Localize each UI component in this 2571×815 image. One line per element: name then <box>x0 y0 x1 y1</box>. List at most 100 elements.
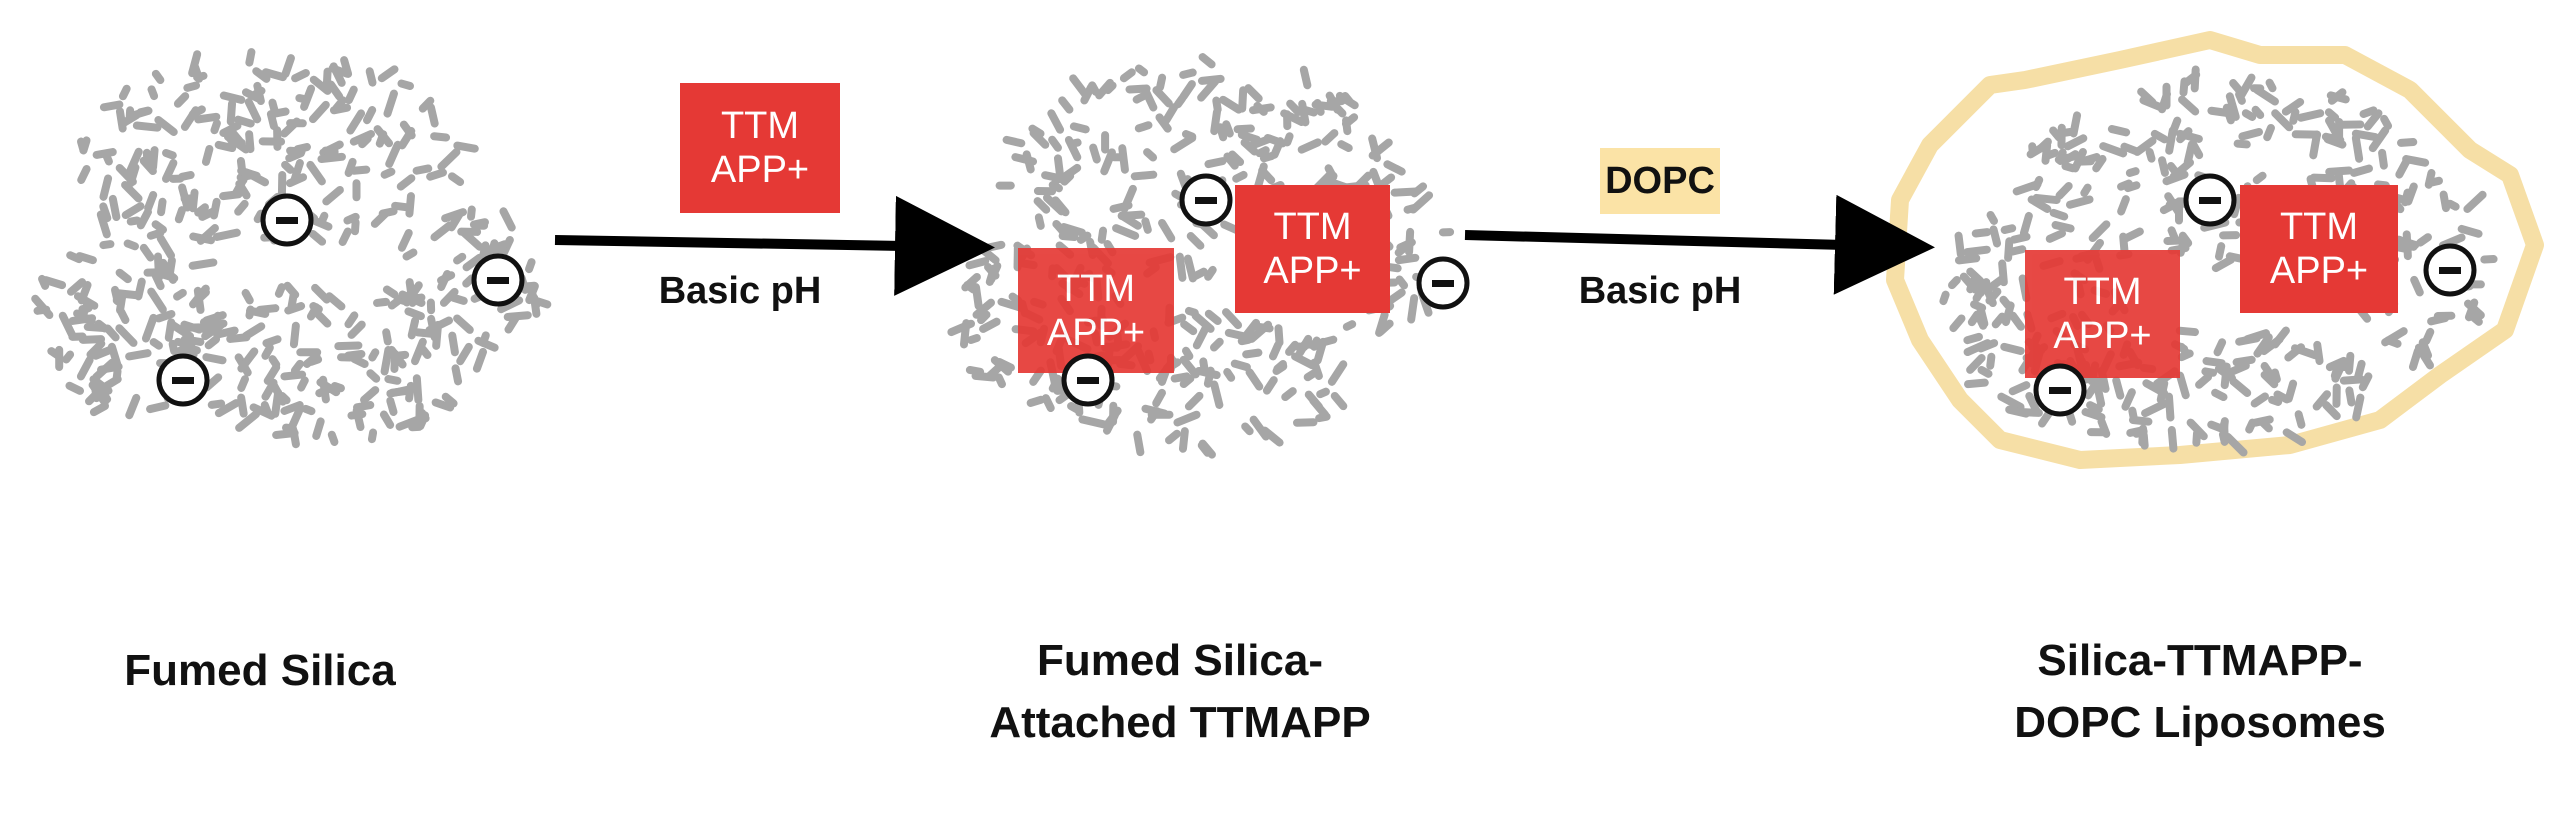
silica-particle <box>1117 210 1146 220</box>
silica-particle <box>368 348 380 362</box>
silica-particle <box>2414 343 2435 370</box>
silica-particle <box>1029 129 1050 149</box>
silica-particle <box>147 287 167 314</box>
silica-particle <box>2422 327 2435 345</box>
silica-particle <box>269 380 287 406</box>
silica-particle <box>2028 142 2037 157</box>
silica-particle <box>126 147 143 174</box>
silica-particle <box>365 67 377 87</box>
silica-particle <box>1170 133 1197 154</box>
silica-particle <box>2092 378 2106 408</box>
silica-particle <box>2468 312 2483 326</box>
silica-particle <box>58 311 77 340</box>
silica-particle <box>1438 228 1455 237</box>
silica-particle <box>281 54 295 78</box>
silica-particle <box>1310 358 1323 381</box>
silica-particle <box>1976 339 1999 353</box>
silica-particle <box>144 190 158 213</box>
silica-particle <box>1273 359 1287 373</box>
silica-particle <box>2019 211 2033 238</box>
silica-particle <box>347 320 366 339</box>
silica-particle <box>189 232 216 245</box>
silica-particle <box>1948 275 1961 290</box>
silica-particle <box>1223 367 1236 382</box>
silica-particle <box>322 185 344 206</box>
silica-particle <box>966 333 981 345</box>
silica-particle <box>1119 68 1136 83</box>
silica-particle <box>2166 162 2183 180</box>
silica-particle <box>1158 218 1176 243</box>
silica-particle <box>1203 366 1215 388</box>
silica-particle <box>2164 392 2175 422</box>
silica-particle <box>1230 359 1251 372</box>
attached-ttmapp-box-1: TTM APP+ <box>1018 248 1174 373</box>
silica-particle <box>499 207 516 232</box>
silica-particle <box>2282 428 2307 446</box>
silica-particle <box>261 68 287 82</box>
liposome-ttmapp-1-line-1: TTM <box>2063 271 2142 313</box>
silica-particle <box>226 125 246 148</box>
silica-particle <box>2322 401 2341 421</box>
silica-particle <box>202 311 227 325</box>
silica-particle <box>1186 232 1205 250</box>
silica-particle <box>1101 131 1110 154</box>
silica-particle <box>1335 91 1359 110</box>
silica-particle <box>249 403 276 420</box>
silica-particle <box>1094 386 1106 409</box>
silica-particle <box>2339 375 2366 385</box>
silica-particle <box>2195 372 2213 389</box>
silica-particle <box>173 92 190 108</box>
silica-particle <box>1977 365 1993 378</box>
silica-particle <box>451 364 463 386</box>
silica-particle <box>1179 374 1195 389</box>
silica-particle <box>1176 200 1197 211</box>
silica-particle <box>253 209 265 224</box>
silica-particle <box>382 285 399 299</box>
silica-particle <box>1210 380 1224 409</box>
silica-particle <box>405 278 417 307</box>
silica-particle <box>1304 390 1323 411</box>
silica-particle <box>1047 109 1065 134</box>
silica-particle <box>2128 415 2153 426</box>
silica-particle <box>125 349 152 361</box>
silica-particle <box>1134 121 1153 133</box>
silica-particle <box>325 292 346 311</box>
silica-particle <box>2451 243 2460 261</box>
silica-particle <box>253 81 265 106</box>
silica-particle <box>426 103 439 128</box>
silica-particle <box>1959 272 1980 294</box>
silica-particle <box>2250 84 2265 93</box>
silica-particle <box>2281 97 2305 116</box>
silica-particle <box>169 321 195 341</box>
silica-particle <box>2081 408 2106 422</box>
silica-particle <box>1233 124 1255 134</box>
silica-particle <box>241 288 254 305</box>
silica-particle <box>2243 329 2271 344</box>
silica-particle <box>426 168 447 181</box>
silica-particle <box>2121 388 2136 411</box>
silica-particle <box>1221 308 1243 330</box>
silica-particle <box>273 126 282 151</box>
silica-particle <box>2380 114 2393 130</box>
silica-particle <box>1293 418 1318 427</box>
silica-particle <box>1390 187 1421 197</box>
silica-particle <box>479 331 490 347</box>
silica-particle <box>2214 242 2226 261</box>
silica-particle <box>2402 155 2430 167</box>
liposome-ttmapp-box-2: TTM APP+ <box>2240 185 2398 313</box>
caption-fumed-silica: Fumed Silica <box>60 640 460 702</box>
silica-particle <box>1991 312 2007 329</box>
silica-particle <box>272 429 299 439</box>
silica-particle <box>162 384 172 403</box>
silica-particle <box>283 281 300 299</box>
silica-particle <box>1407 294 1419 324</box>
silica-particle <box>1165 429 1181 445</box>
silica-particle <box>1198 53 1216 69</box>
silica-particle <box>2165 126 2177 155</box>
silica-particle <box>1291 352 1317 370</box>
silica-particle <box>1048 135 1062 152</box>
silica-particle <box>1327 360 1348 386</box>
silica-particle <box>1254 162 1268 191</box>
silica-particle <box>1204 157 1227 169</box>
silica-particle <box>2224 361 2250 378</box>
